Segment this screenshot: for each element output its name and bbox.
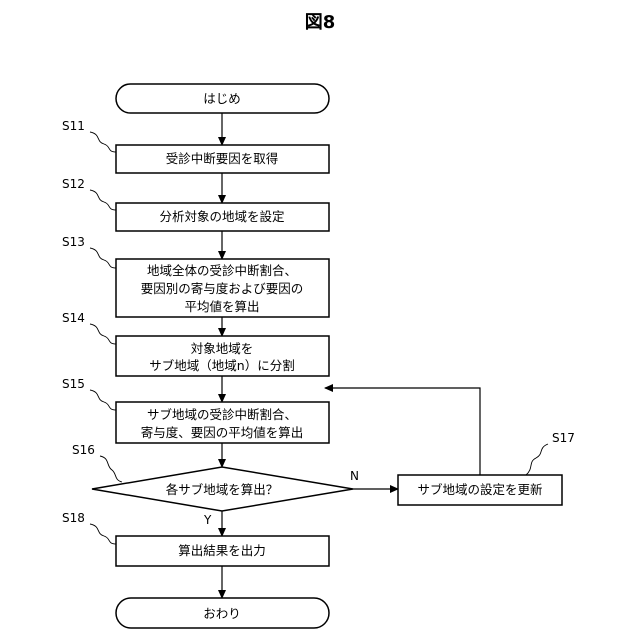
step-s15: サブ地域の受診中断割合、 寄与度、要因の平均値を算出 S15	[62, 377, 329, 443]
step-s13-leader	[90, 248, 116, 268]
step-s12-text: 分析対象の地域を設定	[159, 209, 284, 224]
step-s13: 地域全体の受診中断割合、 要因別の寄与度および要因の 平均値を算出 S13	[62, 235, 329, 317]
end-label: おわり	[203, 606, 241, 621]
step-s17-leader	[526, 444, 548, 475]
step-s15-id: S15	[62, 377, 85, 391]
step-s11-id: S11	[62, 119, 85, 133]
decision-s16-text: 各サブ地域を算出？	[166, 482, 279, 497]
decision-s16-leader	[100, 456, 122, 482]
step-s13-id: S13	[62, 235, 85, 249]
step-s14-leader	[90, 324, 116, 344]
start-terminal: はじめ	[116, 84, 329, 113]
end-terminal: おわり	[116, 598, 329, 628]
step-s18-text: 算出結果を出力	[178, 543, 266, 558]
step-s15-leader	[90, 390, 116, 410]
step-s15-text-1: サブ地域の受診中断割合、	[147, 407, 297, 422]
step-s12-leader	[90, 190, 116, 210]
step-s14: 対象地域を サブ地域（地域n）に分割 S14	[62, 311, 329, 376]
step-s11-leader	[90, 132, 116, 152]
step-s12: 分析対象の地域を設定 S12	[62, 177, 329, 231]
step-s18: 算出結果を出力 S18	[62, 511, 329, 566]
step-s14-id: S14	[62, 311, 85, 325]
decision-s16: 各サブ地域を算出？ S16 N Y	[72, 443, 359, 527]
step-s18-leader	[90, 524, 116, 544]
step-s11-text: 受診中断要因を取得	[166, 151, 279, 166]
step-s14-text-2: サブ地域（地域n）に分割	[149, 358, 294, 373]
step-s13-text-1: 地域全体の受診中断割合、	[147, 263, 297, 278]
step-s12-id: S12	[62, 177, 85, 191]
step-s14-text-1: 対象地域を	[191, 341, 254, 356]
step-s11: 受診中断要因を取得 S11	[62, 119, 329, 173]
step-s13-text-3: 平均値を算出	[184, 299, 259, 314]
decision-s16-id: S16	[72, 443, 95, 457]
arrow-s17-loop	[325, 388, 480, 475]
step-s13-text-2: 要因別の寄与度および要因の	[141, 281, 304, 296]
step-s17-id: S17	[552, 431, 575, 445]
step-s17-text: サブ地域の設定を更新	[417, 482, 542, 497]
branch-yes-label: Y	[203, 513, 212, 527]
branch-no-label: N	[350, 469, 359, 483]
step-s17: サブ地域の設定を更新 S17	[398, 431, 575, 505]
start-label: はじめ	[203, 91, 241, 106]
step-s15-text-2: 寄与度、要因の平均値を算出	[141, 425, 304, 440]
step-s18-id: S18	[62, 511, 85, 525]
